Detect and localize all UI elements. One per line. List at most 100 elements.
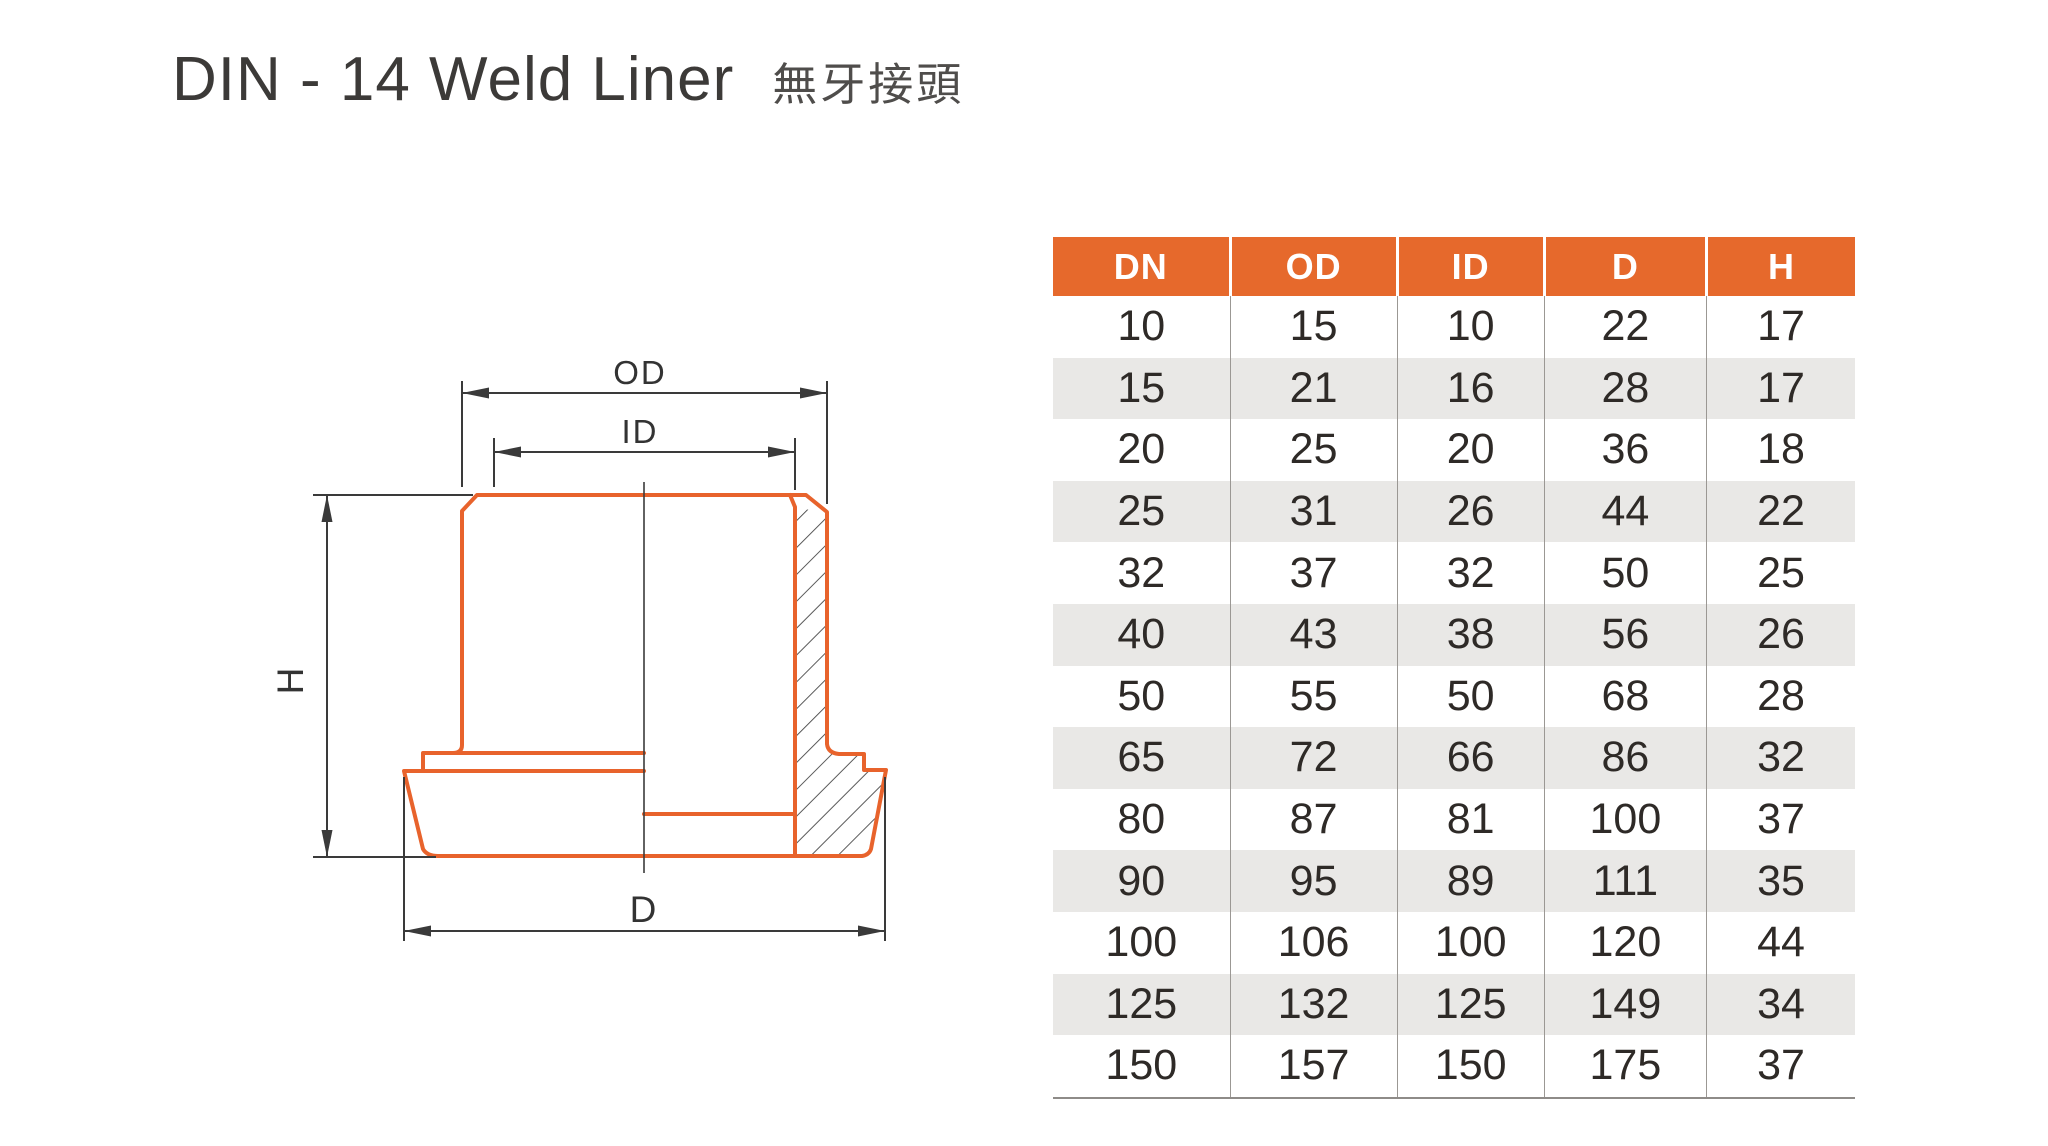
table-cell: 68 xyxy=(1544,665,1708,728)
table-cell: 86 xyxy=(1544,727,1708,789)
table-cell: 37 xyxy=(1230,542,1398,604)
table-cell: 50 xyxy=(1397,665,1545,728)
table-cell: 50 xyxy=(1544,542,1708,604)
table-cell: 66 xyxy=(1397,727,1545,789)
table-cell: 26 xyxy=(1397,480,1545,543)
table-cell: 37 xyxy=(1757,795,1805,844)
table-cell: 17 xyxy=(1757,363,1805,412)
table-cell: 25 xyxy=(1053,480,1231,543)
table-cell: 16 xyxy=(1397,357,1545,420)
table-cell: 18 xyxy=(1757,425,1805,474)
table-cell: 120 xyxy=(1544,911,1708,974)
table-cell: 72 xyxy=(1230,727,1398,789)
table-cell: 87 xyxy=(1230,788,1398,851)
technical-drawing: OD ID H D xyxy=(270,354,888,941)
table-cell: 175 xyxy=(1544,1035,1708,1098)
dim-label-id: ID xyxy=(622,413,659,450)
column-header-h: H xyxy=(1706,237,1855,296)
column-header-od: OD xyxy=(1230,237,1399,296)
table-cell: 111 xyxy=(1544,850,1708,912)
table-cell: 125 xyxy=(1053,973,1231,1036)
table-cell: 150 xyxy=(1053,1035,1231,1098)
part-outline xyxy=(402,493,888,858)
table-cell: 81 xyxy=(1397,788,1545,851)
page-title: DIN - 14 Weld Liner xyxy=(172,45,735,114)
column-header-id: ID xyxy=(1397,237,1546,296)
table-cell: 10 xyxy=(1397,296,1545,358)
table-cell: 50 xyxy=(1053,665,1231,728)
table-cell: 149 xyxy=(1544,973,1708,1036)
table-cell: 28 xyxy=(1544,357,1708,420)
table-cell: 56 xyxy=(1544,603,1708,666)
table-cell: 35 xyxy=(1757,856,1805,905)
table-cell: 32 xyxy=(1397,542,1545,604)
table-cell: 106 xyxy=(1230,911,1398,974)
column-header-dn: DN xyxy=(1053,237,1232,296)
table-cell: 17 xyxy=(1757,302,1805,351)
table-cell: 21 xyxy=(1230,357,1398,420)
table-cell: 22 xyxy=(1544,296,1708,358)
table-cell: 22 xyxy=(1757,487,1805,536)
table-cell: 95 xyxy=(1230,850,1398,912)
table-cell: 90 xyxy=(1053,850,1231,912)
table-cell: 150 xyxy=(1397,1035,1545,1098)
table-cell: 34 xyxy=(1757,979,1805,1028)
table-cell: 100 xyxy=(1397,911,1545,974)
table-cell: 32 xyxy=(1757,733,1805,782)
table-cell: 44 xyxy=(1544,480,1708,543)
table-cell: 20 xyxy=(1397,419,1545,481)
table-cell: 100 xyxy=(1544,788,1708,851)
table-cell: 65 xyxy=(1053,727,1231,789)
table-cell: 25 xyxy=(1230,419,1398,481)
dimension-lines xyxy=(313,381,886,941)
section-hatch xyxy=(797,507,884,854)
table-cell: 28 xyxy=(1757,671,1805,720)
table-cell: 38 xyxy=(1397,603,1545,666)
table-cell: 40 xyxy=(1053,603,1231,666)
dim-label-h: H xyxy=(270,666,311,695)
title-block: DIN - 14 Weld Liner 無牙接頭 xyxy=(172,44,964,115)
table-cell: 15 xyxy=(1230,296,1398,358)
table-cell: 20 xyxy=(1053,419,1231,481)
table-cell: 26 xyxy=(1757,610,1805,659)
table-cell: 132 xyxy=(1230,973,1398,1036)
page-subtitle: 無牙接頭 xyxy=(772,59,965,110)
column-header-d: D xyxy=(1544,237,1709,296)
dim-label-d: D xyxy=(630,889,659,930)
table-cell: 55 xyxy=(1230,665,1398,728)
table-cell: 32 xyxy=(1053,542,1231,604)
table-cell: 43 xyxy=(1230,603,1398,666)
table-cell: 37 xyxy=(1757,1041,1805,1090)
dim-label-od: OD xyxy=(613,354,667,391)
table-cell: 100 xyxy=(1053,911,1231,974)
table-cell: 36 xyxy=(1544,419,1708,481)
table-cell: 10 xyxy=(1053,296,1231,358)
table-cell: 44 xyxy=(1757,918,1805,967)
table-cell: 89 xyxy=(1397,850,1545,912)
table-cell: 15 xyxy=(1053,357,1231,420)
table-cell: 31 xyxy=(1230,480,1398,543)
dimension-arrowheads xyxy=(321,387,885,937)
table-cell: 80 xyxy=(1053,788,1231,851)
table-cell: 157 xyxy=(1230,1035,1398,1098)
table-cell: 25 xyxy=(1757,548,1805,597)
